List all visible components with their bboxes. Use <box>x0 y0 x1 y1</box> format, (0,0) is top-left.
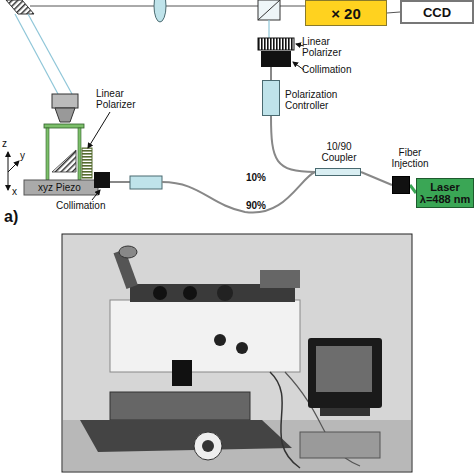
leader-line <box>92 190 100 200</box>
fiber-connector <box>361 172 392 185</box>
node-text: × 20 <box>331 5 361 22</box>
mirror <box>6 0 34 14</box>
fiber <box>110 181 130 183</box>
piezo-base <box>24 180 98 195</box>
leader-line <box>88 112 110 148</box>
part-label: 90% <box>246 200 276 211</box>
edge-label: 10% <box>246 172 266 183</box>
part-label: z <box>2 138 14 149</box>
light-ray <box>15 14 58 94</box>
magnifier-box: × 20 <box>305 0 387 26</box>
collimator-symbol <box>94 172 110 188</box>
polarizer-symbol <box>258 38 294 50</box>
camera-box: CCD <box>400 0 474 24</box>
fiber-connector <box>387 12 400 13</box>
sample-stage <box>44 124 84 180</box>
node-text: 10/90 Coupler <box>312 141 366 163</box>
fiber <box>270 67 272 80</box>
part-label: y <box>20 150 32 161</box>
fiber-connector <box>271 116 315 172</box>
part-label: Collimation <box>302 64 372 75</box>
part-label: xyz Piezo <box>38 182 98 193</box>
collimator-symbol <box>261 51 291 67</box>
node-text: Polarization Controller <box>285 89 355 111</box>
controller-box: Polarization Controller <box>262 80 280 116</box>
objective <box>52 94 78 122</box>
lens <box>154 0 166 22</box>
part-label: x <box>12 186 24 197</box>
node-text: CCD <box>423 5 451 20</box>
beam-splitter <box>258 0 280 20</box>
injection-box: Fiber Injection <box>392 176 410 194</box>
light-ray <box>28 14 72 94</box>
polarizer-symbol <box>82 148 92 178</box>
fiber <box>162 172 315 213</box>
part-label: Linear Polarizer <box>96 88 146 110</box>
node-text: Fiber Injection <box>383 147 437 169</box>
laser-box: Laser λ=488 nm <box>416 178 474 208</box>
coupler-box: 10/90 Coupler <box>315 168 361 176</box>
part-label: Linear Polarizer <box>302 36 352 58</box>
axes <box>8 152 19 190</box>
node-text: Laser λ=488 nm <box>419 181 471 205</box>
fiber-adapter <box>130 176 162 189</box>
light-ray <box>268 20 269 38</box>
part-label: Collimation <box>56 200 126 211</box>
part-label: a) <box>4 208 34 226</box>
photograph <box>62 234 412 472</box>
